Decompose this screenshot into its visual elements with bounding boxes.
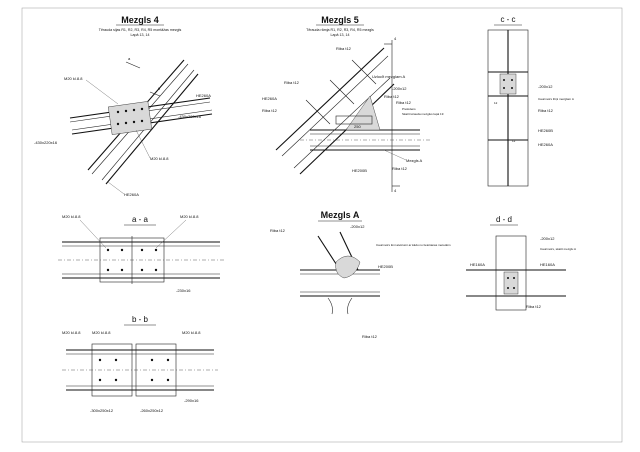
mezgls4-label-plate-right: -430x280x16 (178, 114, 202, 119)
mezgls5-rafter (275, 47, 395, 175)
mezgls5-mark-bottom: 4 (394, 188, 397, 193)
panel-section-cc: c - c -200x12 Caurmetrs lītiņi mezglam A… (487, 15, 574, 187)
dd-label-he160a-right: HE160A (540, 262, 555, 267)
mezgls4-label-bolt-top: M20 kl.8.8 (64, 76, 83, 81)
panel-section-aa: a - a M20 kl.8.8 M20 kl.8.8 -230x16 (58, 214, 224, 293)
bb-label-plate-left: -300x250x12 (90, 408, 114, 413)
mezgls4-cut-b: b (158, 86, 161, 91)
mezgls5-sheets: Lapā 13, 14 (331, 33, 350, 37)
mezgls4-label-bolt-bottom: M20 kl.8.8 (150, 156, 169, 161)
mezgls5-label-riba-6: Riba t12 (384, 94, 400, 99)
mezgls-a-label-riba-bottom: Riba t12 (362, 334, 378, 339)
mezgls-a-label-he200b: HE200B (378, 264, 393, 269)
dd-title: d - d (496, 215, 512, 224)
mezgls5-subtitle: Tērauda rāmja R1, R2, R3, R4, R5 mezgls (306, 28, 374, 32)
bb-label-plate-end: -290x16 (184, 398, 199, 403)
cc-title: c - c (500, 15, 515, 24)
panel-mezgls-4: Mezgls 4 Tērauda sijas R1, R2, R3, R4, R… (34, 15, 213, 197)
mezgls5-tie-beam (300, 129, 430, 151)
mezgls-a-title: Mezgls A (321, 210, 360, 220)
panel-section-bb: b - b M20 kl.8.8 M20 kl.8.8 M20 kl.8.8 -… (62, 315, 218, 413)
mezgls5-label-mezgls-a: Mezgls A (406, 158, 423, 163)
bb-title: b - b (132, 315, 149, 324)
mezgls4-label-he260a-bottom: HE260A (124, 192, 139, 197)
mezgls4-title: Mezgls 4 (121, 15, 159, 25)
bb-label-bolt-3: M20 kl.8.8 (182, 330, 201, 335)
dd-label-caurmetrs: Caurmetrs, skatīt mezglu A (540, 247, 576, 251)
mezgls5-dim-250: 250 (354, 124, 361, 129)
mezgls5-label-he200b: HE200B (352, 168, 367, 173)
mezgls5-label-riba-1: Riba t12 (336, 46, 352, 51)
cc-label-he260a: HE260A (538, 142, 553, 147)
mezgls4-cut-a: a (128, 56, 131, 61)
panel-section-dd: d - d -200x12 Caurmetrs, skatīt mezglu A… (466, 215, 576, 311)
aa-label-plate: -230x16 (176, 288, 191, 293)
dd-label-riba: Riba t12 (526, 304, 542, 309)
dd-label-plate: -200x12 (540, 236, 555, 241)
mezgls5-label-riba-3: Riba t12 (262, 108, 278, 113)
bb-label-bolt-1: M20 kl.8.8 (62, 330, 81, 335)
mezgls5-label-pretudens: Pretūdens (402, 107, 416, 111)
bb-label-bolt-2: M20 kl.8.8 (92, 330, 111, 335)
mezgls4-subtitle: Tērauda sijas R1, R2, R3, R4, R5 montāža… (99, 28, 182, 32)
cc-label-plate: -200x12 (538, 84, 553, 89)
mezgls5-label-uzlocit: Uzlocīt mezglam A (372, 74, 405, 79)
mezgls5-mark-top: 4 (394, 36, 397, 41)
cc-label-caurmetrs: Caurmetrs lītiņi mezglam A (538, 97, 574, 101)
mezgls4-label-plate-left: -430x220x16 (34, 140, 58, 145)
mezgls-a-label-caurmetrs: Caurmetrs lūni atvērumi ar kādu no lieto… (376, 243, 451, 247)
mezgls-a-label-riba-top: Riba t12 (270, 228, 286, 233)
mezgls5-label-riba-4: Riba t12 (396, 100, 412, 105)
mezgls4-sheets: Lapā 13, 14 (131, 33, 150, 37)
cc-dim-12-top: 12 (494, 101, 498, 105)
aa-title: a - a (132, 215, 149, 224)
panel-mezgls-a: Mezgls A Riba t12 -200x12 Caurmetrs lūni… (270, 210, 451, 339)
sheet-frame (21, 7, 623, 443)
mezgls5-label-plate: -200x12 (392, 86, 407, 91)
dd-label-he160a-left: HE160A (470, 262, 485, 267)
bb-label-plate-right: -260x250x12 (140, 408, 164, 413)
cc-label-he260b: HE260B (538, 128, 553, 133)
mezgls5-label-riba-5: Riba t12 (392, 166, 408, 171)
mezgls4-label-he260a-top: HE260A (196, 93, 211, 98)
aa-label-bolt-right: M20 kl.8.8 (180, 214, 199, 219)
mezgls-a-label-plate: -200x12 (350, 224, 365, 229)
aa-label-bolt-left: M20 kl.8.8 (62, 214, 81, 219)
cc-label-riba: Riba t12 (538, 108, 554, 113)
cc-dim-12-bottom: 12 (512, 139, 516, 143)
panel-mezgls-5: Mezgls 5 Tērauda rāmja R1, R2, R3, R4, R… (262, 15, 444, 193)
mezgls5-label-riba-2: Riba t12 (284, 80, 300, 85)
mezgls5-title: Mezgls 5 (321, 15, 359, 25)
mezgls5-label-skatit: Skatīt tērauda mezglus lapā 19 (402, 112, 444, 116)
mezgls5-label-he260a: HE260A (262, 96, 277, 101)
